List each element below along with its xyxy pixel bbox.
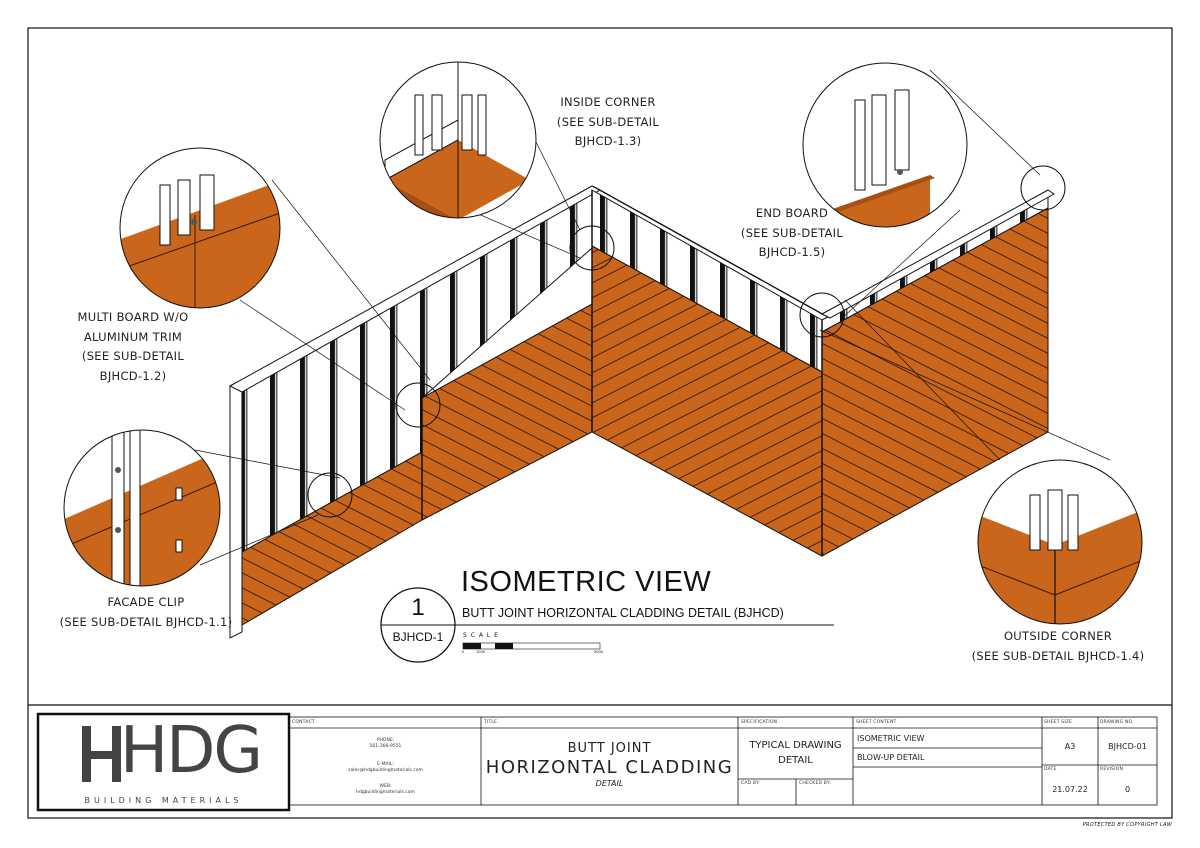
- phone-value: 561-366-9551: [369, 744, 402, 749]
- callout-multi-board: MULTI BOARD W/O ALUMINUM TRIM (SEE SUB-D…: [77, 310, 189, 383]
- revision-label: REVISION: [1100, 767, 1124, 772]
- title-line-2: HORIZONTAL CLADDING: [485, 757, 734, 778]
- hdg-logo-mark: [82, 726, 121, 782]
- cad-by-label: CAD BY:: [741, 781, 761, 786]
- callout-outside-corner: OUTSIDE CORNER (SEE SUB-DETAIL BJHCD-1.4…: [971, 629, 1145, 663]
- title-label: TITLE: [484, 720, 498, 725]
- scale-label: S C A L E: [463, 632, 499, 639]
- email-value: sales@hdgbuildingmaterials.com: [348, 768, 423, 773]
- checked-by-label: CHECKED BY:: [799, 781, 831, 786]
- copyright-note: PROTECTED BY COPYRIGHT LAW: [1082, 822, 1172, 828]
- sheet-size-value: A3: [1064, 742, 1076, 751]
- detail-ref: BJHCD-1: [392, 630, 444, 644]
- drawing-title: ISOMETRIC VIEW: [461, 566, 712, 598]
- callout-facade-clip: FACADE CLIP (SEE SUB-DETAIL BJHCD-1.1): [59, 595, 233, 629]
- web-label: WEB:: [379, 784, 392, 789]
- logo-tagline: BUILDING MATERIALS: [84, 796, 243, 805]
- detail-symbol: [380, 587, 834, 663]
- titleblock-frame: [36, 712, 1158, 812]
- blowup-facade-clip: [63, 429, 221, 587]
- detail-number: 1: [411, 594, 425, 621]
- sheet-border: [27, 27, 1173, 819]
- email-label: E-MAIL:: [377, 762, 394, 767]
- scale-bar: [462, 642, 601, 650]
- logo-text: HDG: [120, 714, 263, 788]
- phone-label: PHONE:: [376, 738, 395, 743]
- scale-tick-1: 1000: [476, 650, 485, 654]
- scale-tick-0: 0: [462, 650, 465, 654]
- sheet-size-label: SHEET SIZE: [1044, 720, 1073, 725]
- title-line-3: DETAIL: [595, 779, 624, 788]
- spec-line-1: TYPICAL DRAWING: [749, 740, 842, 751]
- isometric-model: [228, 185, 1055, 639]
- blowup-multi-board: [119, 147, 281, 309]
- drawing-no-label: DRAWING NO.: [1100, 720, 1134, 725]
- right-wall-top-plate: [820, 189, 1055, 319]
- sheet-content-label: SHEET CONTENT: [856, 720, 897, 725]
- detail-locators: [307, 165, 1066, 518]
- sheet-content-2: BLOW-UP DETAIL: [857, 753, 925, 762]
- revision-value: 0: [1124, 785, 1131, 794]
- leader-lines: [194, 69, 1111, 566]
- contact-label: CONTACT: [292, 720, 315, 725]
- drawing-subtitle: BUTT JOINT HORIZONTAL CLADDING DETAIL (B…: [462, 606, 784, 620]
- drawing-no-value: BJHCD-01: [1108, 742, 1147, 751]
- callout-inside-corner: INSIDE CORNER (SEE SUB-DETAIL BJHCD-1.3): [556, 95, 660, 148]
- date-value: 21.07.22: [1052, 785, 1088, 794]
- scale-tick-2: 5000: [594, 650, 603, 654]
- spec-line-2: DETAIL: [778, 755, 813, 766]
- sheet-content-1: ISOMETRIC VIEW: [857, 734, 925, 743]
- date-label: DATE: [1044, 767, 1057, 772]
- callout-end-board: END BOARD (SEE SUB-DETAIL BJHCD-1.5): [740, 206, 844, 259]
- spec-label: SPECIFICATION: [741, 720, 778, 725]
- web-value: hdgbuildingmaterials.com: [356, 790, 415, 795]
- title-line-1: BUTT JOINT: [567, 741, 652, 756]
- blowup-outside-corner: [977, 459, 1143, 625]
- blowup-inside-corner: [379, 61, 537, 219]
